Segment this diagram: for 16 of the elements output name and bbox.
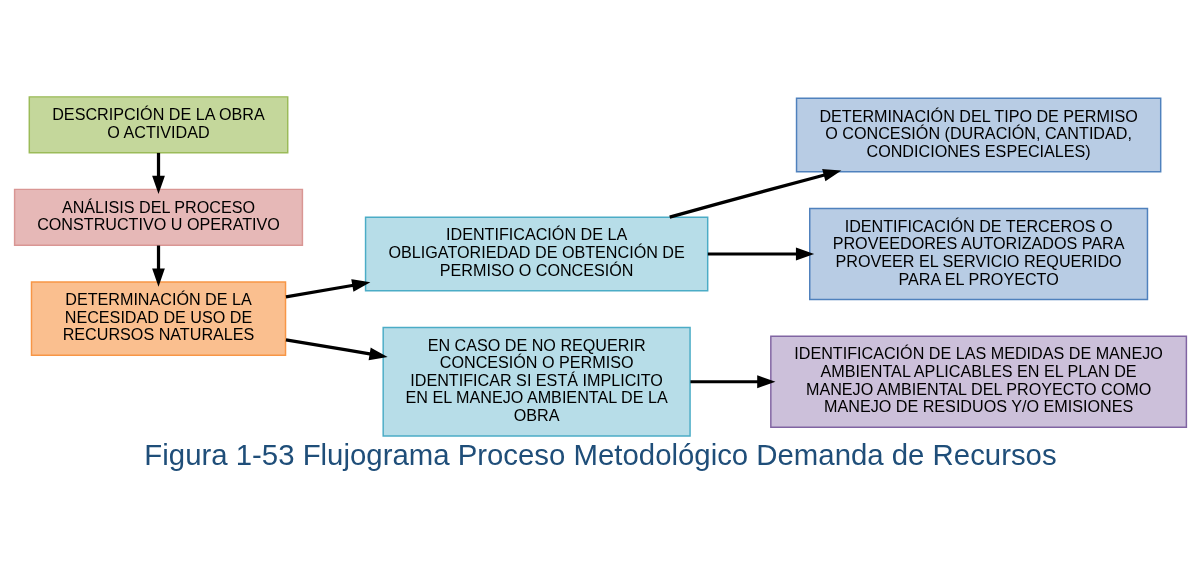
arrow: [152, 245, 165, 287]
arrow: [669, 169, 842, 219]
diagram-title: Figura 1-53 Flujograma Proceso Metodológico Demanda de Recursos: [144, 438, 1057, 472]
node-box: ANÁLISIS DEL PROCESO CONSTRUCTIVO U OPERATIVO: [13, 188, 304, 246]
node-box: IDENTIFICACIÓN DE LAS MEDIDAS DE MANEJO AMBIENTAL APLICABLES EN EL PLAN DE MANEJO AMBIENTAL DEL PROYECTO COMO MANEJO DE RESIDUOS Y/O EMISIONES: [770, 335, 1188, 428]
arrow: [152, 152, 165, 194]
arrow: [285, 338, 388, 361]
arrow: [285, 279, 371, 299]
arrow: [707, 247, 815, 261]
node-box: IDENTIFICACIÓN DE TERCEROS O PROVEEDORES AUTORIZADOS PARA PROVEER EL SERVICIO REQUERIDO PARA EL PROYECTO: [809, 207, 1149, 301]
node-box: IDENTIFICACIÓN DE LA OBLIGATORIEDAD DE OBTENCIÓN DE PERMISO O CONCESIÓN: [364, 216, 709, 292]
node-box: DETERMINACIÓN DEL TIPO DE PERMISO O CONCESIÓN (DURACIÓN, CANTIDAD, CONDICIONES ESPECIALES): [795, 97, 1162, 173]
arrow: [690, 375, 776, 389]
node-box: DESCRIPCIÓN DE LA OBRA O ACTIVIDAD: [28, 96, 289, 154]
node-box: EN CASO DE NO REQUERIR CONCESIÓN O PERMISO IDENTIFICAR SI ESTÁ IMPLICITO EN EL MANEJO AMBIENTAL DE LA OBRA: [382, 326, 691, 437]
node-box: DETERMINACIÓN DE LA NECESIDAD DE USO DE RECURSOS NATURALES: [30, 281, 287, 357]
